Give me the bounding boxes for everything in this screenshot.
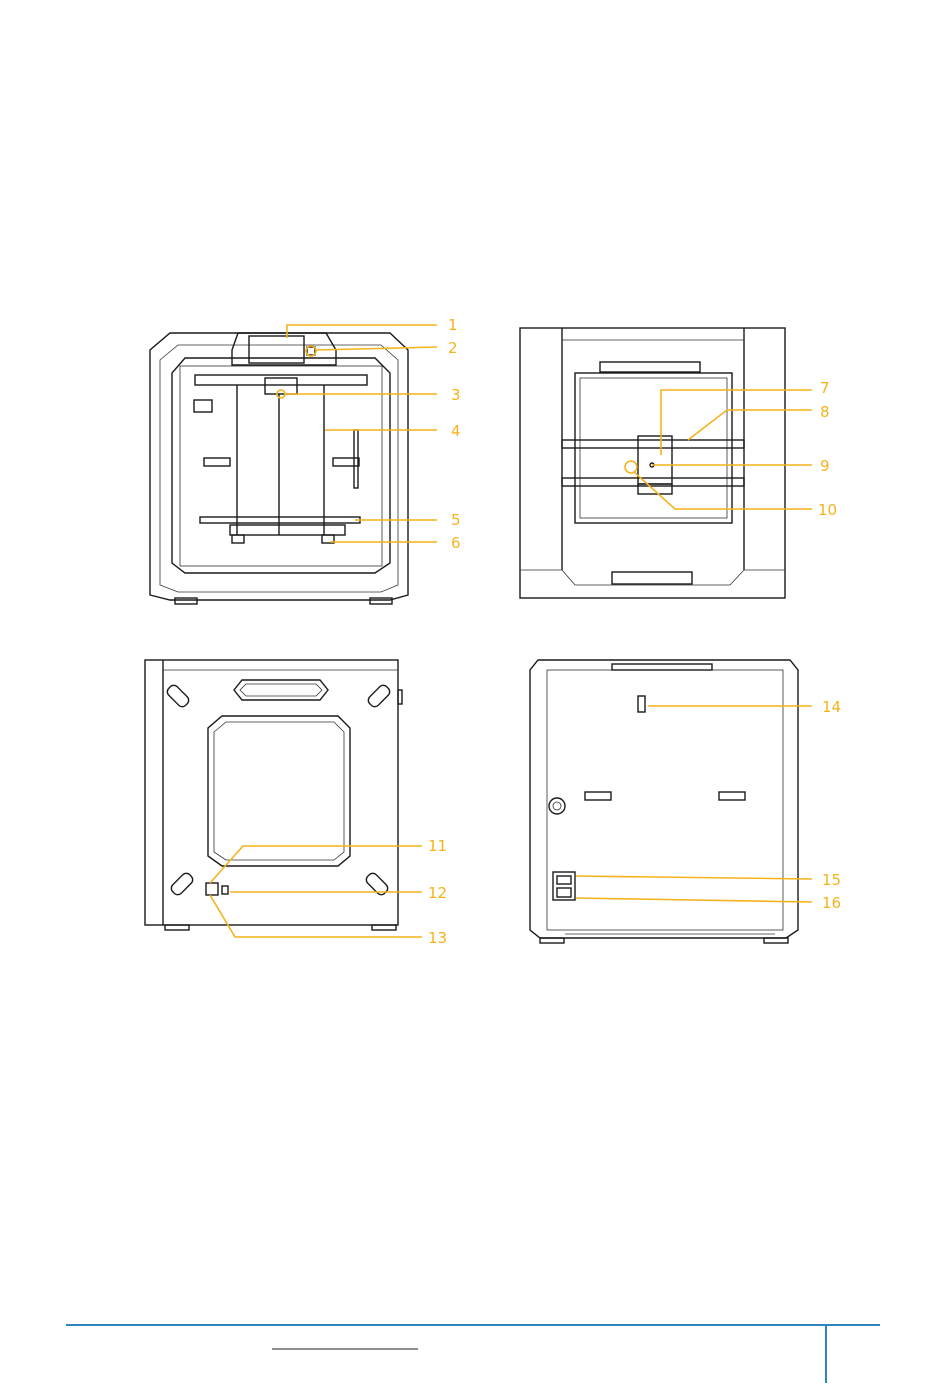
back-outer-frame [530,660,798,938]
touchscreen [249,336,304,363]
handle-slot-bottom-left [169,871,194,896]
leader-15 [576,876,812,879]
top-bottom-step [612,572,692,584]
callout-4: 4 [451,422,461,440]
marker-10 [625,461,637,473]
side-slot-left [204,458,230,466]
top-print-head [638,436,672,484]
back-slot-right [719,792,745,800]
callout-1: 1 [448,316,458,334]
side-top-handle-inner [240,684,322,696]
side-window [208,716,350,866]
callout-13: 13 [428,929,447,947]
callout-15: 15 [822,871,841,889]
usb-port-front [307,347,315,355]
back-foot-left [540,938,564,943]
leader-11 [210,846,422,883]
handle-slot-top-left [165,683,190,708]
callout-leaders [210,325,812,937]
side-top-handle [234,680,328,700]
callout-8: 8 [820,403,830,421]
power-switch-side [206,883,218,895]
front-foot-right [370,598,392,604]
callout-12: 12 [428,884,447,902]
door-handle [354,430,358,488]
x-gantry [195,375,367,385]
callout-2: 2 [448,339,458,357]
build-plate [200,517,360,523]
callout-16: 16 [822,894,841,912]
callout-14: 14 [822,698,841,716]
power-socket [557,888,571,897]
front-foot-left [175,598,197,604]
leader-16 [576,898,812,902]
callout-6: 6 [451,534,461,552]
usb-port-side [222,886,228,894]
leader-1 [287,325,437,338]
top-view [520,328,785,598]
side-latch [398,690,402,704]
leader-13 [210,895,422,937]
top-header-bar [600,362,700,372]
callout-3: 3 [451,386,461,404]
side-foot-right [372,925,396,930]
page-footer [66,1325,880,1383]
back-foot-right [764,938,788,943]
print-head [265,378,297,394]
fan-grille-inner [553,802,561,810]
callout-5: 5 [451,511,461,529]
back-slot-left [585,792,611,800]
handle-slot-bottom-right [364,871,389,896]
side-view [145,660,402,930]
handle-slot-top-right [366,683,391,708]
side-window-inner [214,722,344,860]
top-rail-lower [562,478,744,486]
side-bracket-left [194,400,212,412]
side-slot-right [333,458,359,466]
callout-11: 11 [428,837,447,855]
back-inner-frame [547,670,783,930]
top-rail-upper [562,440,744,448]
callout-9: 9 [820,457,830,475]
back-top-bar [612,664,712,670]
leader-7 [661,390,812,455]
front-view [150,333,408,604]
callout-10: 10 [818,501,837,519]
top-panel [232,333,336,365]
bed-frame [230,525,345,535]
fan-grille [549,798,565,814]
side-foot-left [165,925,189,930]
filament-holder [638,696,645,712]
callout-7: 7 [820,379,830,397]
bed-knob-left [232,535,244,543]
leader-8 [688,410,812,440]
power-switch-back [557,876,571,884]
